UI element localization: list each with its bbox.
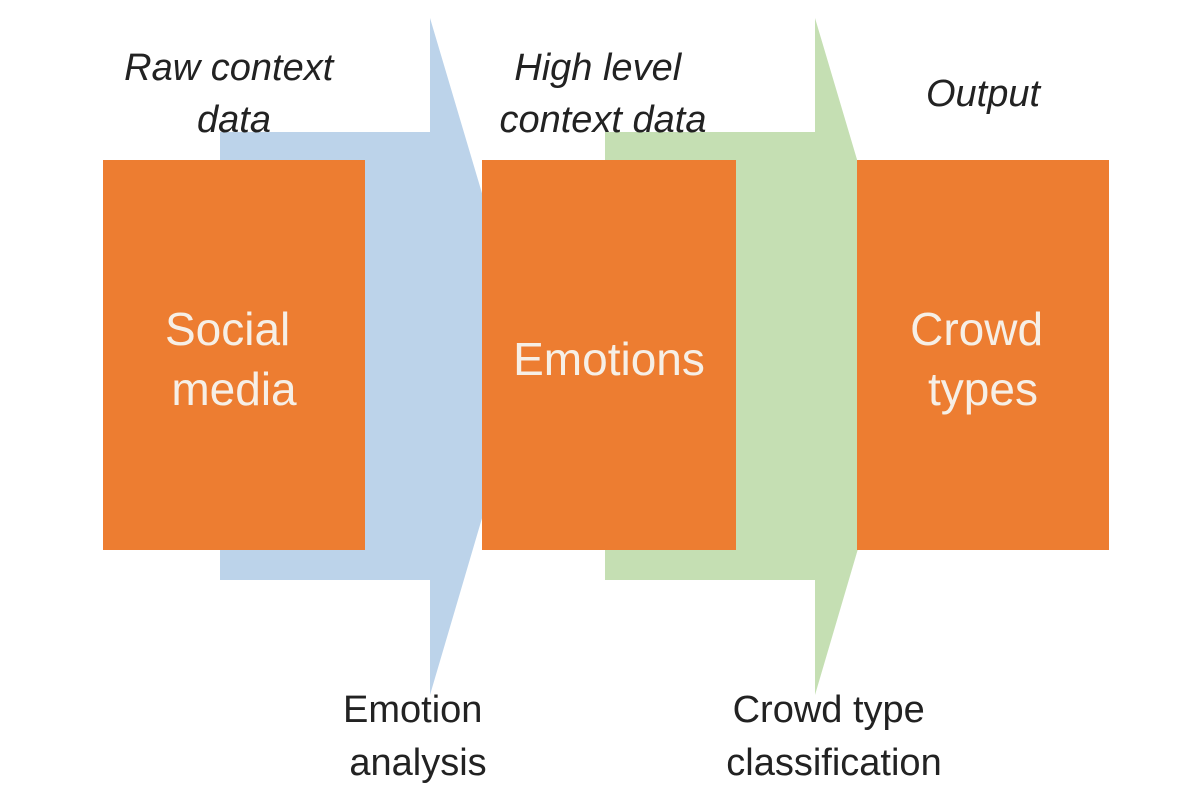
crowd-types-label: Crowd types — [910, 303, 1056, 415]
raw-context-data-label: Raw context data — [124, 47, 344, 141]
social-media-box — [103, 160, 365, 550]
social-media-label: Social media — [165, 303, 303, 415]
emotions-box — [482, 160, 736, 550]
emotions-label: Emotions — [513, 333, 705, 385]
high-level-context-data-label: High level context data — [499, 47, 706, 141]
crowd-type-classification-label: Crowd type classification — [726, 689, 941, 784]
emotion-analysis-label: Emotion analysis — [343, 689, 493, 784]
crowd-types-box — [857, 160, 1109, 550]
output-label: Output — [926, 73, 1042, 115]
